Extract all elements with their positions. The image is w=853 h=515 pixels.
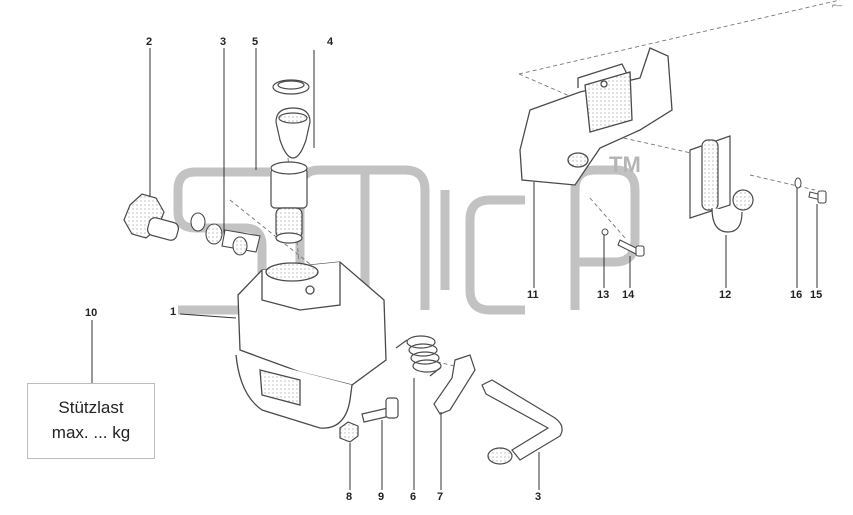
- leader-lines: [91, 48, 818, 490]
- callout-9: 9: [378, 491, 385, 503]
- part-11-jaw-bracket: [519, 47, 673, 186]
- callout-16: 16: [790, 289, 803, 301]
- note-line-1: Stützlast: [58, 398, 124, 417]
- corner-mark: ⌐–: [832, 0, 843, 10]
- callout-11: 11: [527, 289, 539, 301]
- part-12-ball-hitch: [689, 135, 754, 233]
- callout-6: 6: [410, 491, 417, 503]
- part-3-bushings: [190, 212, 261, 256]
- part-2-hand-knob: [123, 193, 180, 241]
- part-1-coupling-body: [235, 261, 387, 429]
- callout-13: 13: [597, 289, 610, 301]
- part-3-crank-handle: [481, 379, 563, 465]
- callout-3-crank: 3: [535, 491, 542, 503]
- callout-15: 15: [810, 289, 823, 301]
- callout-3: 3: [220, 36, 227, 48]
- part-6-spring: [395, 335, 442, 377]
- part-4-cap-and-ring: [272, 79, 311, 159]
- callout-10: 10: [85, 307, 98, 319]
- callout-4: 4: [327, 36, 334, 48]
- callout-14: 14: [622, 289, 635, 301]
- tongue-load-note-box: Stützlast max. ... kg: [27, 383, 155, 459]
- part-13-washer: [601, 228, 609, 236]
- callout-2: 2: [146, 36, 153, 48]
- part-15-screw: [808, 190, 827, 204]
- callout-5: 5: [252, 36, 259, 48]
- watermark-trademark: TM: [609, 152, 641, 177]
- note-line-2: max. ... kg: [51, 423, 131, 442]
- part-9-bolt: [361, 397, 399, 423]
- callout-7: 7: [437, 491, 444, 503]
- callout-12: 12: [719, 289, 732, 301]
- part-5-coupling-pin: [270, 161, 308, 244]
- callout-1: 1: [170, 306, 177, 318]
- part-14-screw: [617, 239, 645, 257]
- part-16-washer: [794, 177, 802, 189]
- part-8-nut: [339, 421, 359, 443]
- part-7-lever: [433, 354, 476, 415]
- callout-8: 8: [346, 491, 353, 503]
